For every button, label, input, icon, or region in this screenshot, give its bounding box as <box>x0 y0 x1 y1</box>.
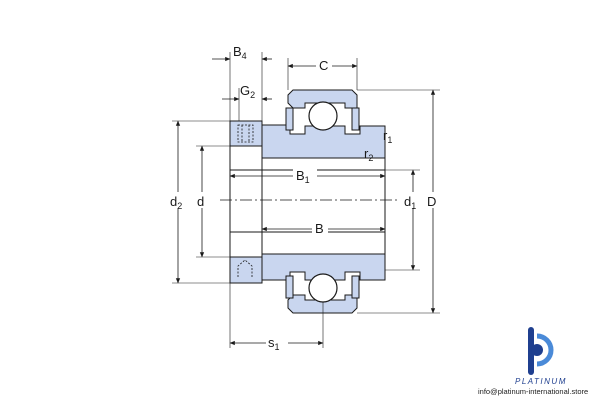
set-screw-details <box>237 124 254 277</box>
seal-top-left <box>285 107 294 131</box>
brand-name: PLATINUM <box>515 377 567 386</box>
seal-top-right <box>351 107 360 131</box>
label-b: B <box>315 221 324 236</box>
dimension-labels: B4 G2 C r1 r2 B1 B d2 d d1 D s1 <box>170 44 436 352</box>
rolling-elements <box>308 101 338 303</box>
label-d2: d2 <box>170 194 182 211</box>
set-screw-bottom <box>237 259 253 277</box>
label-r1: r1 <box>383 128 392 145</box>
label-s1: s1 <box>268 335 280 352</box>
platinum-p-logo-icon <box>528 327 554 375</box>
brand-contact: info@platinum-international.store <box>478 387 588 396</box>
seal-bottom-right <box>351 275 360 299</box>
bearing-section-shapes <box>229 89 386 314</box>
label-d: d <box>197 194 204 209</box>
label-r2: r2 <box>364 146 373 163</box>
label-b1: B1 <box>296 168 310 185</box>
label-backgrounds <box>170 58 440 351</box>
label-D: D <box>427 194 436 209</box>
label-d1: d1 <box>404 194 416 211</box>
bore-lines <box>229 146 386 257</box>
seal-bottom-left <box>285 275 294 299</box>
ball-top <box>308 101 338 131</box>
brand-logo: PLATINUM info@platinum-international.sto… <box>478 327 588 396</box>
label-c: C <box>319 58 328 73</box>
set-screw-top <box>237 124 254 143</box>
ball-bottom <box>308 273 338 303</box>
label-g2: G2 <box>240 83 255 100</box>
label-b4: B4 <box>233 44 247 61</box>
